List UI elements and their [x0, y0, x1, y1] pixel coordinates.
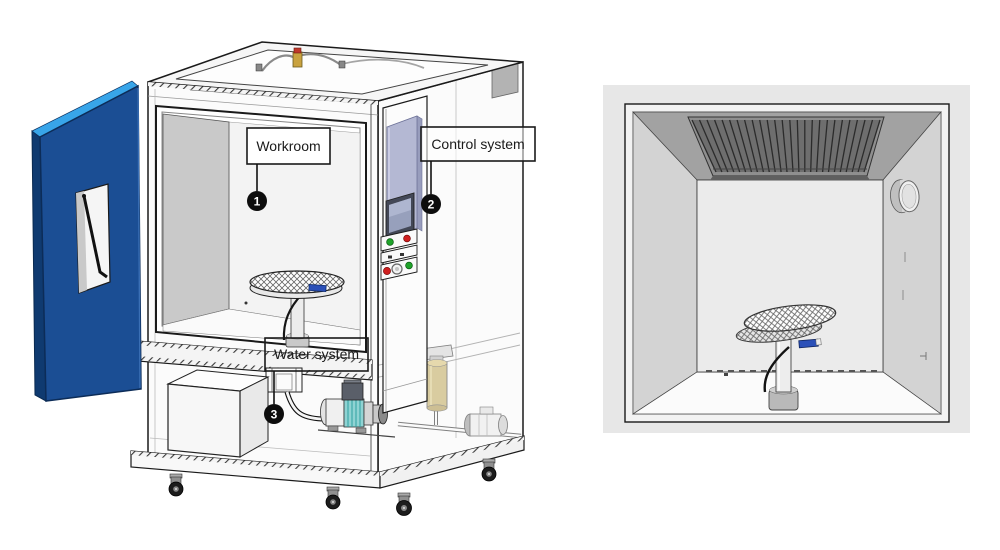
chamber-door[interactable]	[31, 80, 142, 402]
interior-motor-connector	[798, 338, 819, 349]
water-system-label-text: Water system	[274, 346, 359, 362]
control-system-label-text: Control system	[431, 136, 524, 152]
base-frame	[130, 435, 525, 516]
switch[interactable]	[388, 255, 392, 259]
caster-wheel	[481, 458, 497, 482]
right-interior-machinery	[374, 76, 522, 439]
caster-wheel	[325, 486, 341, 510]
interior-turntable-cable	[763, 346, 790, 393]
workroom-left-wall	[162, 113, 230, 326]
door-window	[75, 183, 111, 294]
water-pump	[317, 379, 396, 438]
button-panel-row1	[380, 228, 418, 252]
chamber-interior-view	[603, 85, 970, 433]
pump-cooling-fins	[343, 398, 365, 428]
water-tank	[166, 369, 270, 458]
water-system-compartment	[149, 369, 396, 458]
turntable-motor-connector	[308, 284, 327, 293]
annotation-layer: Workroom 1 Control system 2 Water system	[246, 126, 536, 424]
label-control-system: Control system 2	[420, 126, 536, 214]
caster-wheel	[168, 473, 184, 497]
pump-junction-box	[341, 382, 364, 401]
control-panel	[380, 95, 428, 414]
water-hose	[284, 391, 323, 422]
brass-fitting	[292, 51, 303, 68]
turntable	[249, 270, 345, 348]
callout-3: 3	[264, 404, 284, 424]
side-port	[890, 179, 920, 214]
caster-wheel	[396, 492, 412, 516]
label-water-system: Water system 3	[264, 337, 369, 424]
callout-1-number: 1	[254, 195, 261, 209]
water-filter	[420, 344, 454, 412]
cabinet-top-face	[147, 41, 524, 105]
workroom-label-text: Workroom	[256, 138, 320, 154]
interior-turntable	[735, 304, 837, 411]
window-wiper	[82, 195, 108, 279]
button-panel-row2	[380, 244, 418, 264]
label-workroom: Workroom 1	[246, 127, 331, 211]
top-hose-assembly	[255, 47, 425, 72]
callout-2-number: 2	[428, 198, 435, 212]
workroom-opening	[155, 104, 367, 354]
switch[interactable]	[400, 253, 404, 256]
interior-turntable-mesh-disc	[743, 304, 837, 332]
machine-exterior-illustration: Workroom 1 Control system 2 Water system	[31, 41, 536, 516]
green-button[interactable]	[386, 238, 394, 246]
button-panel-row3	[380, 256, 418, 281]
touchscreen[interactable]	[385, 192, 415, 239]
callout-1: 1	[247, 191, 267, 211]
turntable-mesh-disc	[249, 270, 345, 294]
green-button[interactable]	[405, 261, 413, 270]
red-button[interactable]	[403, 234, 411, 243]
spray-nozzle-array	[687, 116, 885, 180]
callout-2: 2	[421, 194, 441, 214]
callout-3-number: 3	[271, 408, 278, 422]
red-button[interactable]	[383, 267, 391, 275]
drain-pump	[464, 406, 508, 437]
